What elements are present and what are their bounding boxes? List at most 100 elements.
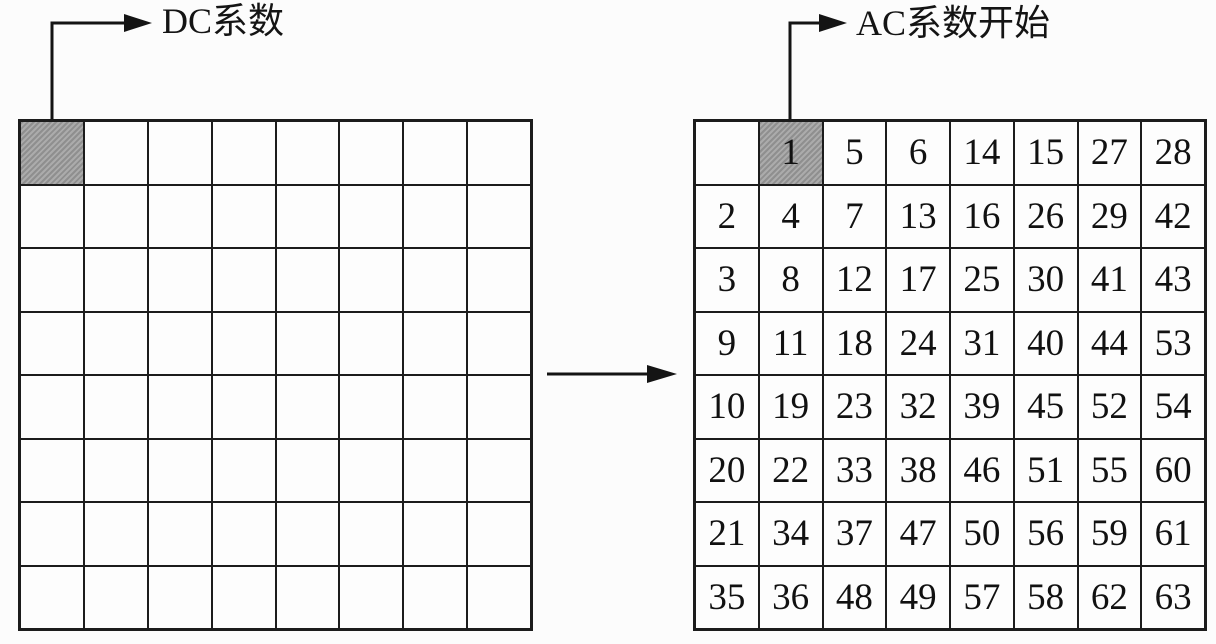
grid-cell: 13 bbox=[886, 184, 950, 248]
grid-cell: 55 bbox=[1077, 438, 1142, 502]
grid-cell bbox=[339, 438, 404, 502]
grid-cell: 29 bbox=[1077, 184, 1142, 248]
grid-cell: 10 bbox=[695, 375, 759, 439]
grid-cell bbox=[275, 311, 340, 375]
grid-cell: 39 bbox=[950, 375, 1014, 439]
grid-cell: 37 bbox=[822, 502, 887, 566]
grid-cell: 61 bbox=[1141, 502, 1205, 566]
grid-cell: 3 bbox=[695, 248, 759, 312]
grid-cell: 26 bbox=[1013, 184, 1078, 248]
grid-cell bbox=[147, 248, 212, 312]
grid-cell bbox=[403, 375, 468, 439]
grid-cell bbox=[147, 565, 212, 629]
grid-cell: 54 bbox=[1141, 375, 1205, 439]
grid-cell bbox=[467, 248, 531, 312]
grid-cell: 23 bbox=[822, 375, 887, 439]
grid-cell bbox=[211, 438, 276, 502]
grid-cell: 36 bbox=[758, 565, 823, 629]
grid-cell bbox=[403, 248, 468, 312]
grid-cell bbox=[695, 121, 759, 185]
grid-cell: 59 bbox=[1077, 502, 1142, 566]
grid-cell bbox=[403, 184, 468, 248]
grid-cell bbox=[467, 375, 531, 439]
grid-cell: 60 bbox=[1141, 438, 1205, 502]
grid-cell: 44 bbox=[1077, 311, 1142, 375]
ac-callout-arrow bbox=[788, 14, 847, 119]
grid-cell: 32 bbox=[886, 375, 950, 439]
grid-cell: 9 bbox=[695, 311, 759, 375]
grid-cell bbox=[403, 121, 468, 185]
grid-cell bbox=[339, 121, 404, 185]
grid-cell bbox=[20, 438, 84, 502]
grid-cell bbox=[83, 502, 148, 566]
grid-cell bbox=[20, 121, 84, 185]
grid-cell bbox=[467, 502, 531, 566]
grid-cell bbox=[339, 311, 404, 375]
grid-cell bbox=[339, 502, 404, 566]
grid-cell bbox=[20, 311, 84, 375]
grid-cell: 15 bbox=[1013, 121, 1078, 185]
grid-cell: 6 bbox=[886, 121, 950, 185]
grid-cell bbox=[211, 121, 276, 185]
grid-cell bbox=[211, 311, 276, 375]
grid-cell bbox=[467, 121, 531, 185]
grid-cell: 52 bbox=[1077, 375, 1142, 439]
grid-cell: 38 bbox=[886, 438, 950, 502]
grid-cell: 51 bbox=[1013, 438, 1078, 502]
grid-cell: 12 bbox=[822, 248, 887, 312]
grid-cell: 56 bbox=[1013, 502, 1078, 566]
grid-cell: 24 bbox=[886, 311, 950, 375]
grid-cell bbox=[275, 121, 340, 185]
grid-cell: 47 bbox=[886, 502, 950, 566]
grid-cell: 25 bbox=[950, 248, 1014, 312]
grid-cell: 8 bbox=[758, 248, 823, 312]
grid-cell: 53 bbox=[1141, 311, 1205, 375]
grid-cell: 14 bbox=[950, 121, 1014, 185]
dc-coefficient-label: DC系数 bbox=[162, 1, 285, 41]
grid-cell bbox=[403, 438, 468, 502]
grid-cell bbox=[403, 502, 468, 566]
grid-cell: 17 bbox=[886, 248, 950, 312]
grid-cell bbox=[275, 502, 340, 566]
grid-cell bbox=[83, 375, 148, 439]
grid-cell: 31 bbox=[950, 311, 1014, 375]
grid-cell: 40 bbox=[1013, 311, 1078, 375]
grid-cell bbox=[339, 375, 404, 439]
grid-cell: 50 bbox=[950, 502, 1014, 566]
grid-cell: 18 bbox=[822, 311, 887, 375]
grid-cell bbox=[467, 438, 531, 502]
grid-cell bbox=[211, 375, 276, 439]
grid-cell: 22 bbox=[758, 438, 823, 502]
grid-cell bbox=[275, 248, 340, 312]
grid-cell: 34 bbox=[758, 502, 823, 566]
grid-cell: 35 bbox=[695, 565, 759, 629]
grid-cell bbox=[20, 375, 84, 439]
grid-cell bbox=[83, 248, 148, 312]
grid-cell bbox=[147, 184, 212, 248]
grid-cell: 48 bbox=[822, 565, 887, 629]
grid-cell bbox=[83, 311, 148, 375]
grid-cell bbox=[147, 438, 212, 502]
grid-cell: 21 bbox=[695, 502, 759, 566]
grid-cell: 33 bbox=[822, 438, 887, 502]
grid-cell bbox=[20, 502, 84, 566]
grid-cell bbox=[339, 565, 404, 629]
grid-cell: 4 bbox=[758, 184, 823, 248]
grid-cell: 43 bbox=[1141, 248, 1205, 312]
grid-cell: 45 bbox=[1013, 375, 1078, 439]
grid-cell bbox=[467, 565, 531, 629]
grid-cell bbox=[275, 438, 340, 502]
ac-coefficient-start-label: AC系数开始 bbox=[856, 3, 1051, 43]
grid-cell bbox=[211, 248, 276, 312]
grid-cell: 19 bbox=[758, 375, 823, 439]
grid-cell: 1 bbox=[758, 121, 823, 185]
grid-cell: 57 bbox=[950, 565, 1014, 629]
grid-cell bbox=[467, 184, 531, 248]
grid-cell: 20 bbox=[695, 438, 759, 502]
grid-cell bbox=[147, 502, 212, 566]
grid-cell: 2 bbox=[695, 184, 759, 248]
grid-cell bbox=[211, 565, 276, 629]
dc-callout-arrow bbox=[50, 14, 152, 119]
grid-cell bbox=[211, 184, 276, 248]
grid-cell bbox=[20, 184, 84, 248]
